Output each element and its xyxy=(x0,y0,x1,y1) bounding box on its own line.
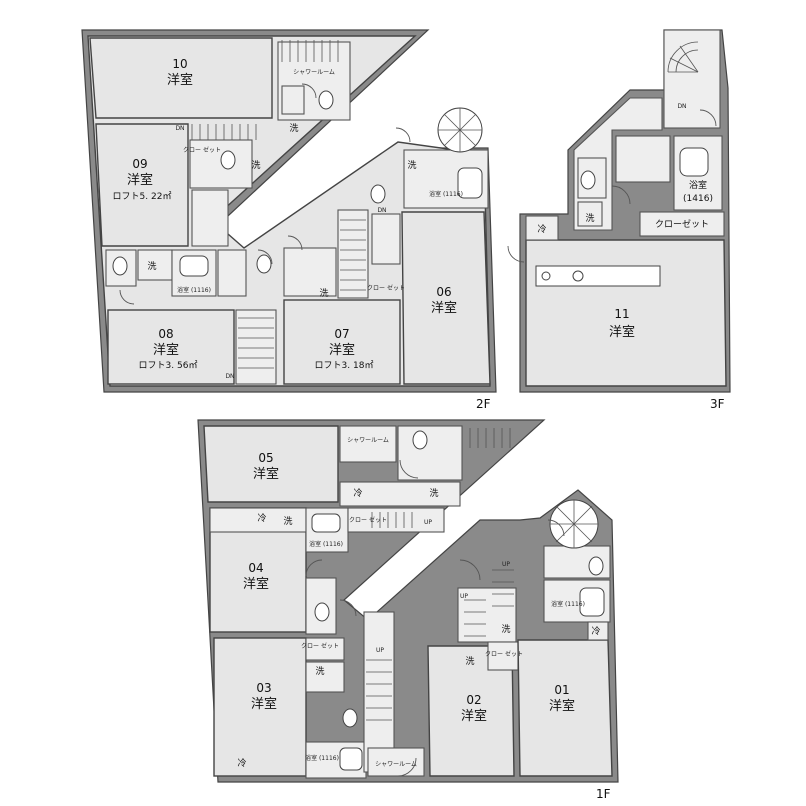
room-04-number: 04 xyxy=(248,561,263,575)
bath-label: 浴室 (1116) xyxy=(305,754,339,762)
room-10-type: 洋室 xyxy=(167,72,193,88)
up-label: UP xyxy=(502,561,510,568)
room-08 xyxy=(107,309,235,385)
up-label: UP xyxy=(376,647,384,654)
floor-label-3f: 3F xyxy=(710,397,725,411)
room-07-type: 洋室 xyxy=(329,342,355,358)
room-09-number: 09 xyxy=(132,157,147,171)
floor-3f-plan: 3F xyxy=(507,29,731,411)
room-07 xyxy=(283,299,401,385)
room-06-type: 洋室 xyxy=(431,300,457,316)
wash-label: 洗 xyxy=(585,212,594,224)
closet-label: クローゼット xyxy=(655,218,709,230)
room-10 xyxy=(89,37,273,119)
room-04-type: 洋室 xyxy=(243,576,269,592)
room-11-type: 洋室 xyxy=(609,324,635,340)
dn-label: DN xyxy=(377,207,386,214)
wash-label: 洗 xyxy=(501,623,510,635)
dn-label: DN xyxy=(677,103,686,110)
floor-1f-plan: 1F xyxy=(197,419,619,801)
shower-label: シャワールーム xyxy=(293,69,335,76)
floor-label-2f: 2F xyxy=(476,397,491,411)
room-10-number: 10 xyxy=(172,57,187,71)
wash-label: 洗 xyxy=(407,159,416,171)
floor-2f-plan: 2F xyxy=(81,29,497,411)
room-07-loft: ロフト3. 18㎡ xyxy=(315,360,374,371)
room-08-loft: ロフト3. 56㎡ xyxy=(139,360,198,371)
room-09-loft: ロフト5. 22㎡ xyxy=(113,191,172,202)
closet-label: クロー ゼット xyxy=(485,650,523,658)
wash-label: 洗 xyxy=(283,515,292,527)
fridge-label: 冷 xyxy=(537,223,546,235)
room-09 xyxy=(95,123,189,247)
shower-label: シャワールーム xyxy=(347,437,389,444)
up-label: UP xyxy=(460,593,468,600)
wash-label: 洗 xyxy=(251,159,260,171)
room-02-number: 02 xyxy=(466,693,481,707)
room-02-type: 洋室 xyxy=(461,708,487,724)
room-05-type: 洋室 xyxy=(253,466,279,482)
bath-label: 浴室 (1116) xyxy=(177,286,211,294)
fridge-label: 冷 xyxy=(237,757,246,769)
bath-label: 浴室 (1116) xyxy=(429,190,463,198)
wash-label: 洗 xyxy=(429,487,438,499)
dn-label: DN xyxy=(225,373,234,380)
closet-label: クロー ゼット xyxy=(367,284,405,292)
room-03-number: 03 xyxy=(256,681,271,695)
fridge-label: 冷 xyxy=(257,512,266,524)
room-01-number: 01 xyxy=(554,683,569,697)
room-08-number: 08 xyxy=(158,327,173,341)
room-07-number: 07 xyxy=(334,327,349,341)
wash-label: 洗 xyxy=(147,260,156,272)
closet-label: クロー ゼット xyxy=(349,516,387,524)
fridge-label: 冷 xyxy=(591,625,600,637)
room-06-number: 06 xyxy=(436,285,451,299)
shower-label: シャワールーム xyxy=(375,761,417,768)
bath-label: 浴室 xyxy=(689,179,707,191)
room-08-type: 洋室 xyxy=(153,342,179,358)
room-01-type: 洋室 xyxy=(549,698,575,714)
room-02 xyxy=(427,645,515,777)
room-05 xyxy=(203,425,339,503)
closet-label: クロー ゼット xyxy=(183,146,221,154)
closet-label: クロー ゼット xyxy=(301,642,339,650)
room-11-number: 11 xyxy=(614,307,629,321)
floor-label-1f: 1F xyxy=(596,787,611,801)
bath-size-label: (1416) xyxy=(683,194,713,204)
dn-label: DN xyxy=(175,125,184,132)
room-06 xyxy=(401,211,491,385)
up-label: UP xyxy=(424,519,432,526)
wash-label: 洗 xyxy=(289,122,298,134)
bath-label: 浴室 (1116) xyxy=(551,600,585,608)
room-05-number: 05 xyxy=(258,451,273,465)
wash-label: 洗 xyxy=(315,665,324,677)
room-01 xyxy=(517,639,613,777)
fridge-label: 冷 xyxy=(353,487,362,499)
room-09-type: 洋室 xyxy=(127,172,153,188)
wash-label: 洗 xyxy=(465,655,474,667)
room-03-type: 洋室 xyxy=(251,696,277,712)
wash-label: 洗 xyxy=(319,287,328,299)
room-03 xyxy=(213,637,307,777)
bath-label: 浴室 (1116) xyxy=(309,540,343,548)
